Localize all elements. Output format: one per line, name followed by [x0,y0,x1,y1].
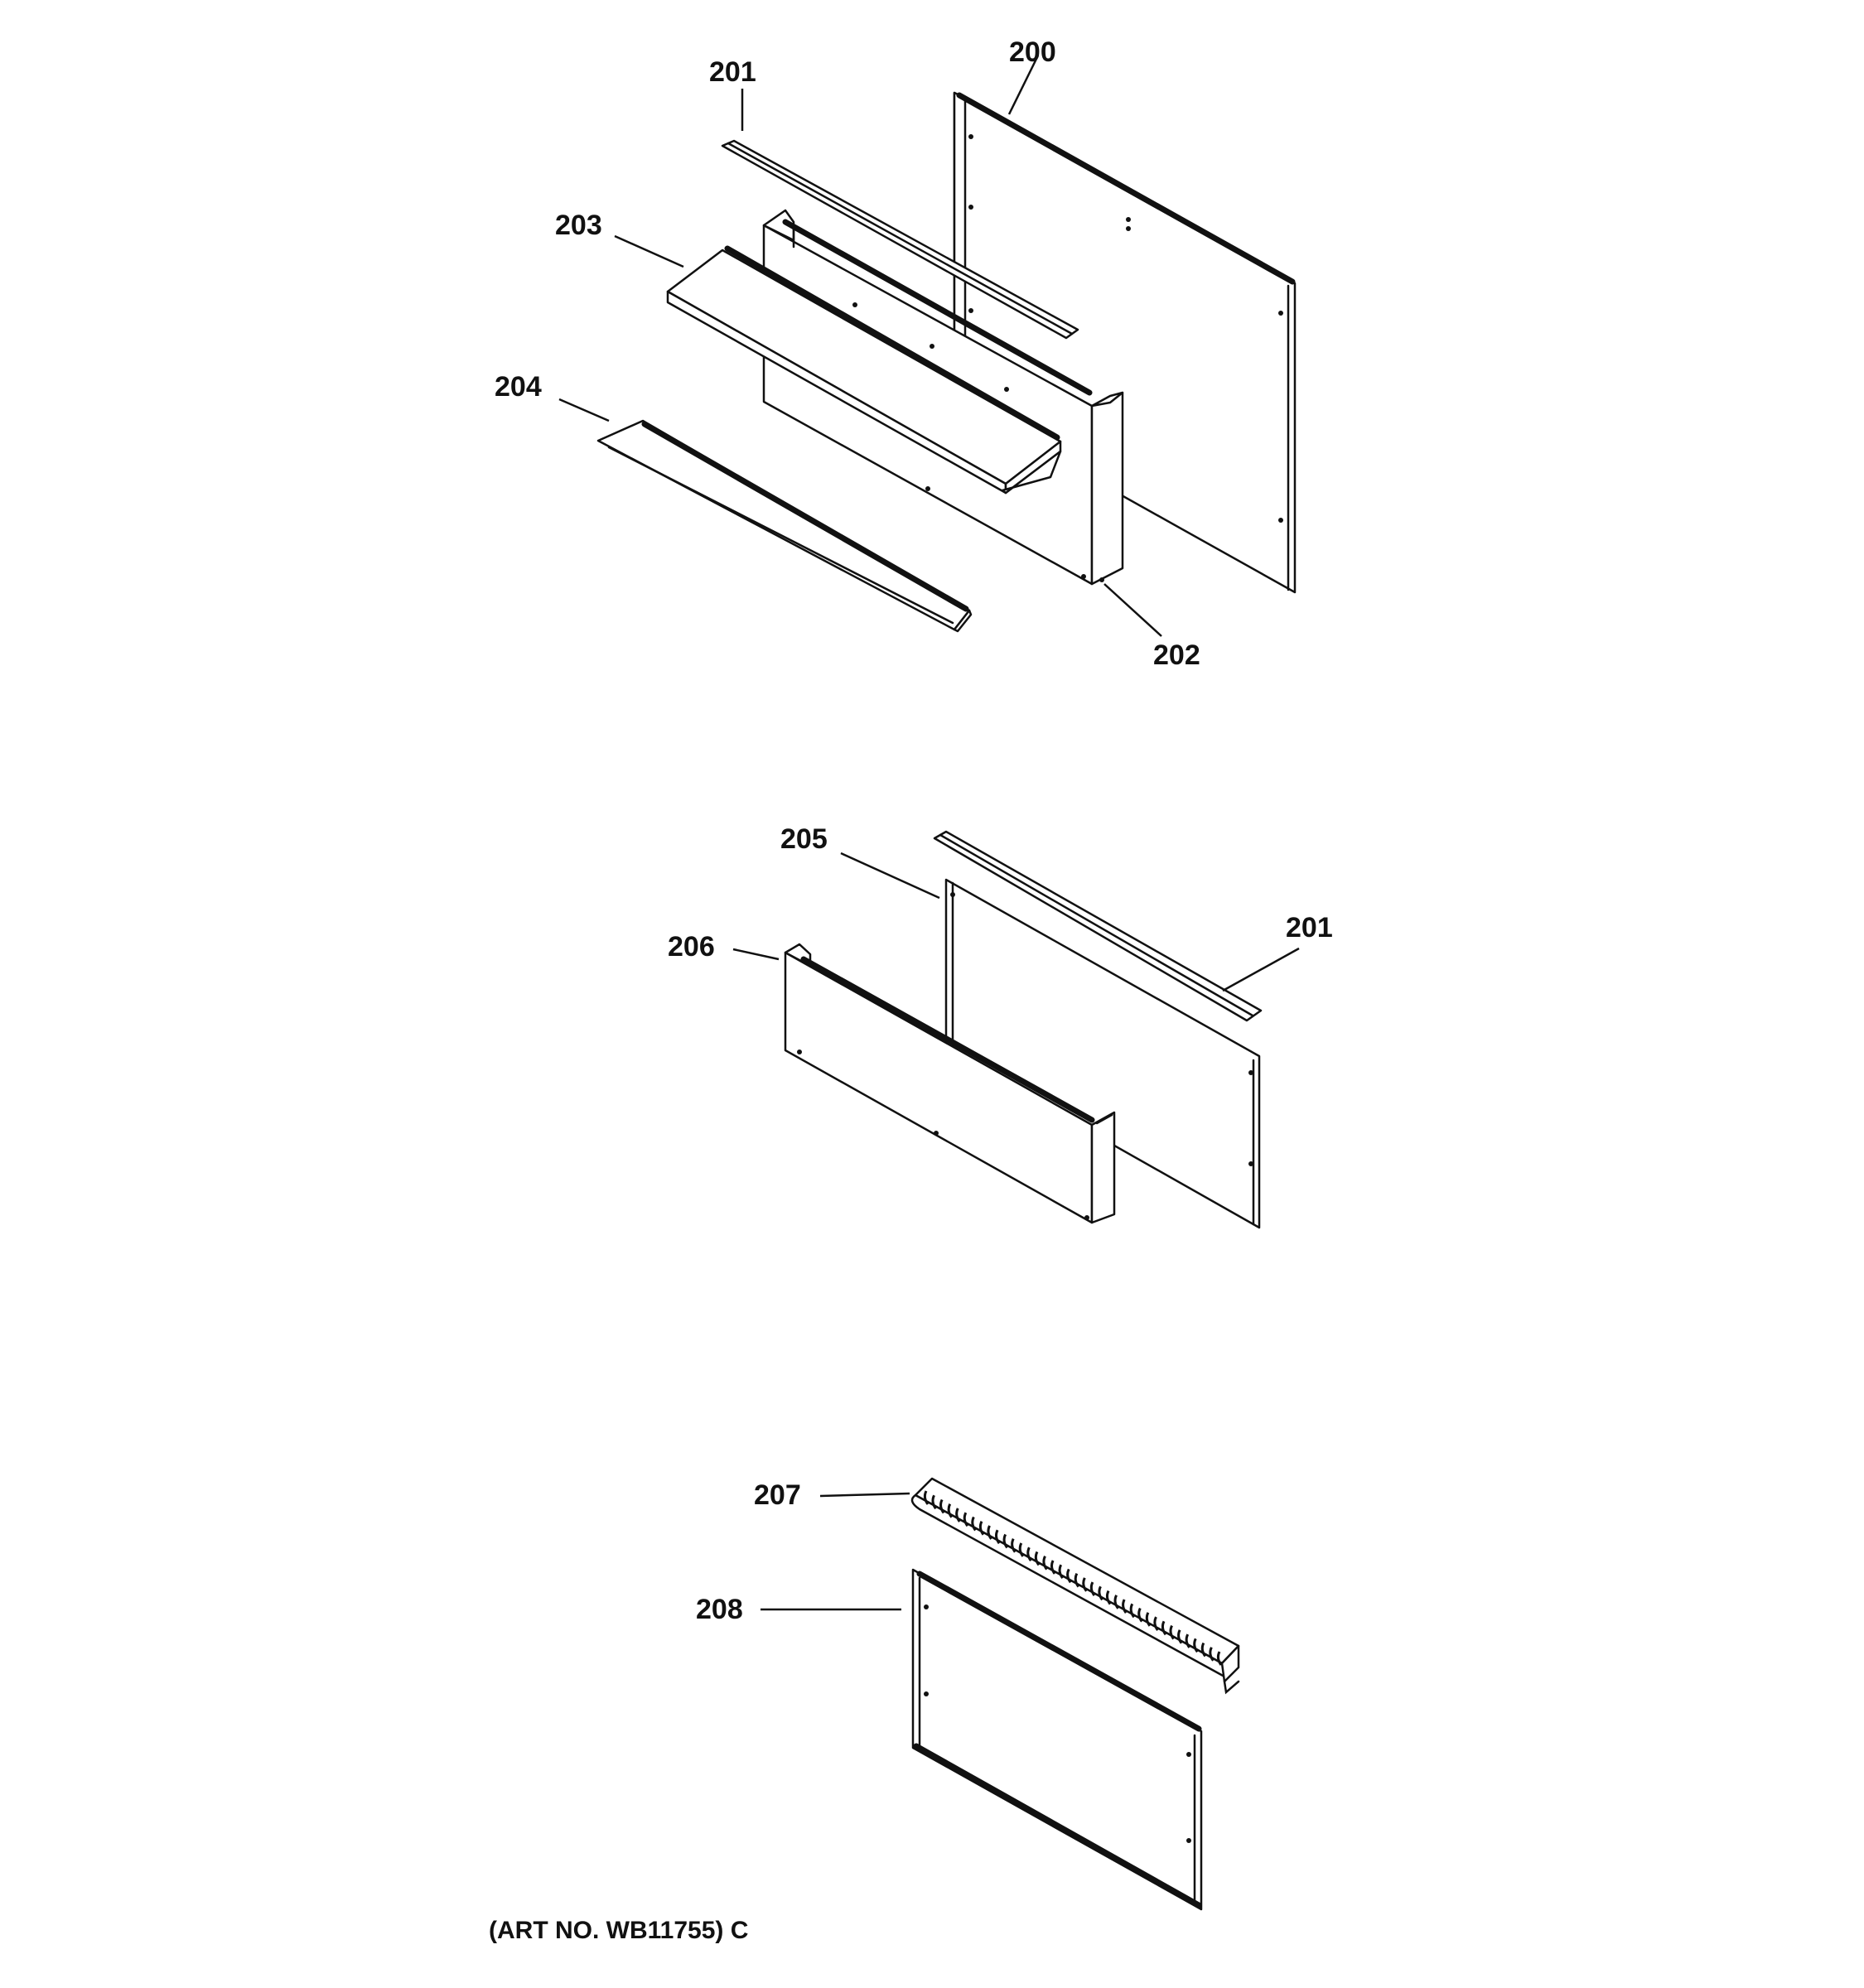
louver-slot [1089,1581,1096,1597]
louver-slot [1058,1564,1064,1580]
callout-202: 202 [1153,639,1200,671]
louver-slot [1082,1577,1088,1592]
louver-slot [1074,1572,1080,1588]
part-203-shelf-bracket [666,245,1062,495]
louver-slot [963,1512,969,1527]
callout-204: 204 [495,371,542,403]
part-205-back-panel [944,878,1261,1229]
callout-207: 207 [754,1479,801,1511]
louver-slot [1018,1542,1025,1557]
part-201-trim-strip-top [721,139,1079,340]
louver-slot [923,1490,930,1505]
vent-louvers [923,1490,1223,1666]
louver-slot [931,1494,937,1510]
louver-slot [1122,1599,1128,1614]
callout-206: 206 [668,931,715,963]
louver-slot [1137,1607,1143,1623]
louver-slot [1193,1638,1199,1653]
louver-slot [987,1525,992,1540]
part-207-louvered-vent [910,1477,1240,1695]
louver-slot [1113,1595,1119,1609]
louver-slot [1153,1616,1159,1631]
louver-slot [995,1529,1001,1545]
callout-200: 200 [1009,36,1056,68]
louver-slot [947,1503,953,1518]
part-204-bottom-trim [596,419,973,633]
callout-203: 203 [555,210,602,241]
louver-slot [1200,1642,1207,1657]
louver-slot [939,1498,945,1514]
louver-slot [1105,1590,1112,1605]
part-206-front-panel [784,943,1116,1224]
part-208-bottom-panel [911,1568,1203,1911]
callout-205: 205 [780,823,828,855]
louver-slot [1185,1633,1190,1648]
louver-slot [1145,1612,1152,1627]
louver-slot [1011,1538,1017,1553]
callout-201-middle: 201 [1286,912,1333,943]
louver-slot [1098,1585,1103,1601]
art-number: (ART NO. WB11755) C [489,1917,748,1944]
louver-slot [1161,1620,1167,1636]
louver-slot [1216,1651,1223,1666]
louver-slot [1002,1533,1008,1549]
part-200-back-panel [953,91,1297,594]
louver-slot [1026,1546,1032,1562]
louver-slot [1169,1624,1175,1640]
callout-208: 208 [696,1594,743,1625]
louver-slot [1129,1603,1135,1619]
louver-slot [971,1516,977,1532]
louver-slot [1034,1551,1041,1566]
louver-slot [1042,1555,1048,1571]
louver-slot [1209,1647,1214,1662]
louver-slot [1177,1629,1183,1644]
callout-201-top: 201 [709,56,756,88]
louver-slot [1066,1568,1072,1584]
louver-slot [978,1521,985,1536]
louver-slot [955,1508,961,1522]
part-201-trim-strip-middle [933,830,1263,1022]
louver-slot [1050,1560,1056,1575]
